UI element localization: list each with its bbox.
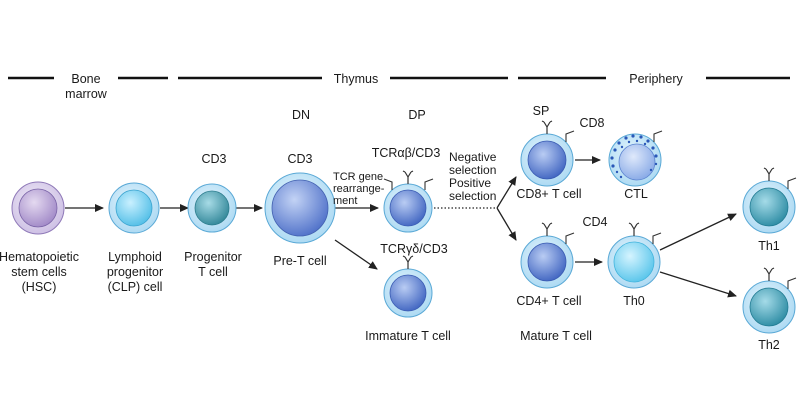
cell-label-th2: Th2 <box>758 338 780 352</box>
arrow-pre-t-to-immature <box>334 239 378 270</box>
section-label-bone-marrow: Bone marrow <box>65 72 107 101</box>
cell-label-cd4-t: CD4+ T cell <box>516 294 582 308</box>
marker-label-cd4: CD4 <box>582 215 608 229</box>
marker-label-cd3-progenitor: CD3 <box>201 152 227 166</box>
cell-label-hsc: Hematopoietic stem cells (HSC) <box>0 250 79 294</box>
th2-cell <box>742 267 797 334</box>
cell-label-clp: Lymphoid progenitor (CLP) cell <box>106 250 164 294</box>
arrow-th0-to-th2 <box>659 271 737 298</box>
cell-label-th1: Th1 <box>758 239 780 253</box>
th0-cell <box>607 222 662 289</box>
pre-t-cell <box>264 172 336 244</box>
stage-label-sp: SP <box>532 104 550 118</box>
arrow-to-cd8 <box>496 176 517 209</box>
cell-label-pre-t: Pre-T cell <box>273 254 327 268</box>
cell-label-mature: Mature T cell <box>520 329 592 343</box>
ctl-cell <box>608 130 663 187</box>
cell-label-cd8-t: CD8+ T cell <box>516 187 582 201</box>
immature-t-cell <box>383 255 433 318</box>
cd4-t-cell <box>520 222 575 289</box>
arrow-th0-to-th1 <box>659 213 737 251</box>
stage-label-dn: DN <box>291 108 311 122</box>
section-label-thymus: Thymus <box>333 72 379 86</box>
ctl-granules <box>610 134 658 179</box>
marker-label-tcr-gd: TCRγδ/CD3 <box>380 242 448 256</box>
th1-cell <box>742 167 797 234</box>
clp-cell <box>108 182 160 234</box>
cd8-t-cell <box>520 120 575 187</box>
marker-label-tcr-ab: TCRαβ/CD3 <box>371 146 441 160</box>
hsc-cell <box>11 181 65 235</box>
cell-label-immature: Immature T cell <box>365 329 451 343</box>
annotation-selection: Negative selection Positive selection <box>449 150 497 203</box>
marker-label-cd3-pre-t: CD3 <box>287 152 313 166</box>
cell-label-ctl: CTL <box>624 187 648 201</box>
progenitor-cell <box>187 183 237 233</box>
dp-cell <box>383 170 434 233</box>
annotation-tcr-rearrangement: TCR gene rearrange- ment <box>333 171 385 207</box>
marker-label-cd8: CD8 <box>579 116 605 130</box>
flow-arrows <box>65 156 737 298</box>
cell-label-th0: Th0 <box>623 294 645 308</box>
arrow-to-cd4 <box>496 207 517 241</box>
section-label-periphery: Periphery <box>629 72 683 86</box>
cell-label-progenitor: Progenitor T cell <box>184 250 242 279</box>
stage-label-dp: DP <box>408 108 426 122</box>
